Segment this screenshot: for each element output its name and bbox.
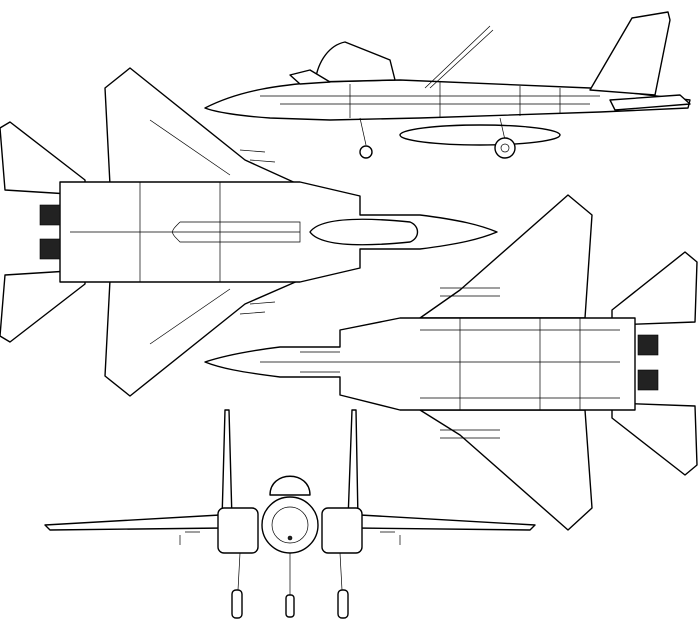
front-canopy (269, 475, 311, 496)
front-nose (261, 496, 319, 554)
side-horizontal-tail (609, 94, 691, 111)
front-wing-left (44, 514, 226, 531)
top-wing-upper (104, 67, 301, 186)
bottom-wing-upper (419, 194, 593, 319)
side-main-wheel (494, 137, 516, 159)
top-wing-lower (104, 279, 301, 397)
bottom-tail-upper (611, 251, 698, 326)
bottom-wing-lower (419, 409, 593, 531)
top-view (0, 67, 498, 397)
front-fin-left (221, 409, 233, 521)
side-front-gear (359, 117, 367, 146)
front-intake-left (217, 507, 259, 554)
side-canopy (314, 41, 396, 83)
front-wheel-right (337, 589, 349, 619)
bottom-exhaust-lower (637, 369, 659, 391)
top-canopy (309, 218, 419, 246)
side-view (204, 11, 691, 159)
bottom-fuselage (204, 317, 636, 411)
front-view (44, 409, 536, 619)
bottom-tail-lower (611, 402, 698, 476)
front-nose-wheel (285, 594, 295, 618)
side-fuel-tank (399, 124, 561, 146)
front-fin-right (347, 409, 359, 521)
front-wing-right (354, 514, 536, 531)
side-intake (289, 69, 331, 85)
top-exhaust-upper (39, 204, 61, 226)
side-front-wheel (359, 145, 373, 159)
top-exhaust-lower (39, 238, 61, 260)
side-vertical-tail (589, 11, 671, 96)
front-intake-right (321, 507, 363, 554)
side-fuselage (204, 79, 691, 121)
bottom-exhaust-upper (637, 334, 659, 356)
bottom-view (204, 194, 698, 531)
front-wheel-left (231, 589, 243, 619)
